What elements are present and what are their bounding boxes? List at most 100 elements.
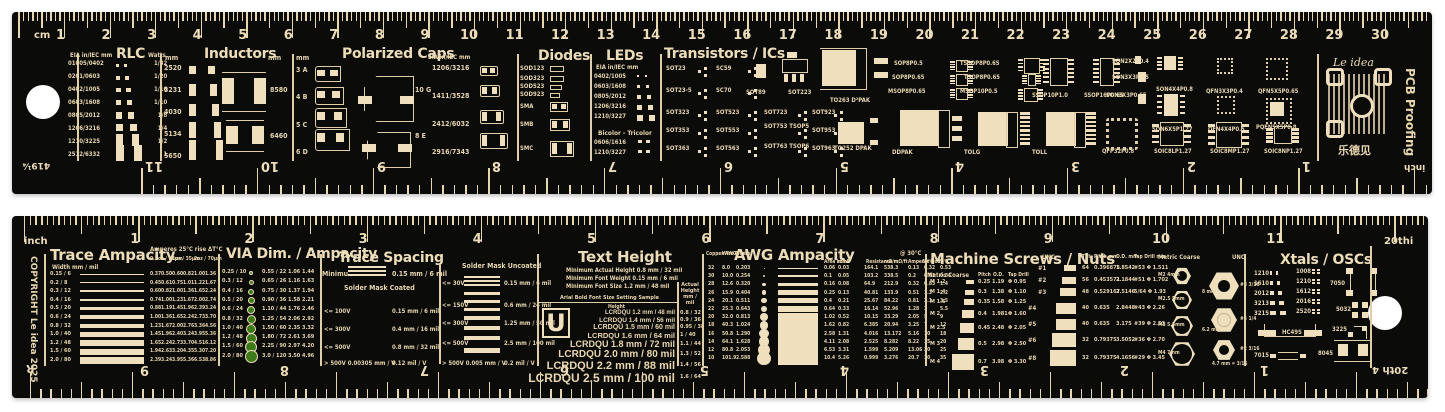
tick-mark bbox=[244, 389, 246, 398]
cap-pad bbox=[336, 133, 344, 142]
xtal-outline bbox=[1278, 352, 1298, 360]
tick-mark bbox=[104, 12, 107, 21]
tick-mark bbox=[337, 12, 339, 38]
tick-mark bbox=[1248, 12, 1250, 38]
tick-mark bbox=[1075, 12, 1077, 21]
tick-mark bbox=[1298, 12, 1300, 21]
metric-pitch: 0.4 bbox=[978, 311, 987, 317]
tick-mark bbox=[319, 12, 321, 21]
xtal-pad bbox=[1362, 326, 1367, 331]
metric-od: 1.38 bbox=[992, 289, 1005, 295]
tick-mark bbox=[627, 185, 629, 194]
tick-mark bbox=[756, 12, 758, 21]
trace-amp-value: 1.65 bbox=[194, 288, 206, 295]
tick-mark bbox=[1029, 389, 1031, 398]
qr-finder-icon bbox=[1326, 120, 1344, 138]
trace-amp-value: 1.00 bbox=[150, 314, 162, 320]
via-amp-10: 1.16 bbox=[288, 278, 301, 285]
tick-mark bbox=[218, 12, 221, 21]
osc-pad bbox=[1312, 269, 1315, 271]
tick-mark bbox=[1192, 389, 1195, 398]
trace-amp-value: 2.24 bbox=[205, 288, 217, 295]
toll-pad bbox=[1086, 142, 1096, 145]
via-amp-20: 2.21 bbox=[302, 296, 315, 303]
cap-pad bbox=[330, 70, 338, 76]
tick-mark bbox=[1309, 185, 1312, 194]
tick-mark bbox=[652, 216, 654, 234]
tick-mark bbox=[268, 12, 271, 28]
tick-mark bbox=[1367, 185, 1370, 194]
transistor-pad bbox=[704, 96, 707, 99]
awg-value: 8.22 bbox=[908, 338, 920, 345]
inch-number: 1 bbox=[1302, 158, 1312, 173]
led-bicolor-title: Bicolor - Tricolor bbox=[598, 129, 652, 137]
awg-value: 1.599 bbox=[864, 347, 879, 353]
tick-mark bbox=[1070, 12, 1073, 21]
tick-mark bbox=[1386, 389, 1388, 398]
xtal-pad bbox=[1370, 290, 1377, 296]
tick-mark bbox=[54, 12, 57, 21]
tick-mark bbox=[332, 12, 335, 21]
divider bbox=[590, 54, 592, 161]
tick-mark bbox=[661, 178, 664, 194]
via-amp-10: 2.35 bbox=[288, 324, 301, 331]
tick-mark bbox=[264, 389, 266, 398]
tick-mark bbox=[1152, 372, 1154, 398]
tick-mark bbox=[1234, 12, 1237, 21]
tick-mark bbox=[372, 216, 374, 225]
tick-mark bbox=[879, 12, 881, 21]
awg-value: 33.29 bbox=[884, 314, 899, 321]
divider bbox=[660, 54, 662, 161]
xtal-size: 3215 bbox=[1254, 310, 1270, 317]
trace-amp-value: 2.76 bbox=[183, 322, 195, 329]
awg-value: 20 bbox=[924, 347, 931, 353]
tantalum-pad bbox=[482, 112, 487, 121]
inductors-unit-right: mm bbox=[268, 54, 282, 62]
tick-mark bbox=[943, 12, 945, 21]
soic-pin bbox=[1266, 136, 1273, 139]
awg-value: 10 bbox=[708, 355, 715, 362]
led-size: 1206/3216 bbox=[594, 103, 627, 110]
tick-mark bbox=[109, 12, 111, 38]
xtal-size-right: 3225 bbox=[1332, 326, 1348, 333]
wire-width-bar bbox=[778, 305, 818, 313]
tick-mark bbox=[937, 216, 939, 242]
divider bbox=[1370, 246, 1372, 368]
tick-mark bbox=[173, 12, 175, 21]
trace-width: 0.3 / 12 bbox=[50, 288, 71, 295]
to252-pad bbox=[870, 140, 878, 145]
awg-value: 1.024 bbox=[736, 322, 751, 329]
tick-mark bbox=[478, 12, 480, 21]
cm-number: 2 bbox=[101, 28, 111, 43]
tick-mark bbox=[583, 216, 585, 225]
inch-number: 1 bbox=[130, 232, 140, 247]
tick-mark bbox=[888, 12, 890, 21]
via-hole: 0.6 / 24 bbox=[222, 306, 243, 313]
awg-value: 24 bbox=[708, 297, 715, 304]
screw-profile bbox=[1056, 318, 1076, 330]
tick-mark bbox=[784, 389, 787, 398]
awg-value: 0.06 bbox=[824, 265, 836, 271]
via-pad-icon bbox=[244, 350, 258, 364]
tick-mark bbox=[29, 216, 32, 225]
transistor-pad bbox=[704, 111, 707, 114]
ddpak-tab bbox=[900, 110, 938, 146]
tick-mark bbox=[703, 216, 705, 225]
tick-mark bbox=[1285, 216, 1288, 225]
xtal-size-right: 7050 bbox=[1330, 280, 1346, 287]
tick-mark bbox=[136, 12, 139, 21]
tick-mark bbox=[842, 12, 845, 21]
tolg-pad bbox=[1020, 142, 1030, 145]
ic-pin bbox=[968, 96, 973, 99]
hex-nut-icon bbox=[1169, 342, 1195, 366]
awg-value: 4.016 bbox=[864, 330, 879, 337]
tick-mark bbox=[1070, 389, 1072, 398]
ddpak-pad bbox=[952, 136, 962, 141]
tick-mark bbox=[537, 12, 540, 21]
cap-code: 5 C bbox=[296, 120, 308, 129]
tick-mark bbox=[132, 12, 134, 28]
inch-number: 9 bbox=[1043, 232, 1053, 247]
tick-mark bbox=[314, 12, 316, 28]
trace-amp-value: 2.24 bbox=[183, 314, 195, 320]
inch-number: 5 bbox=[587, 232, 597, 247]
